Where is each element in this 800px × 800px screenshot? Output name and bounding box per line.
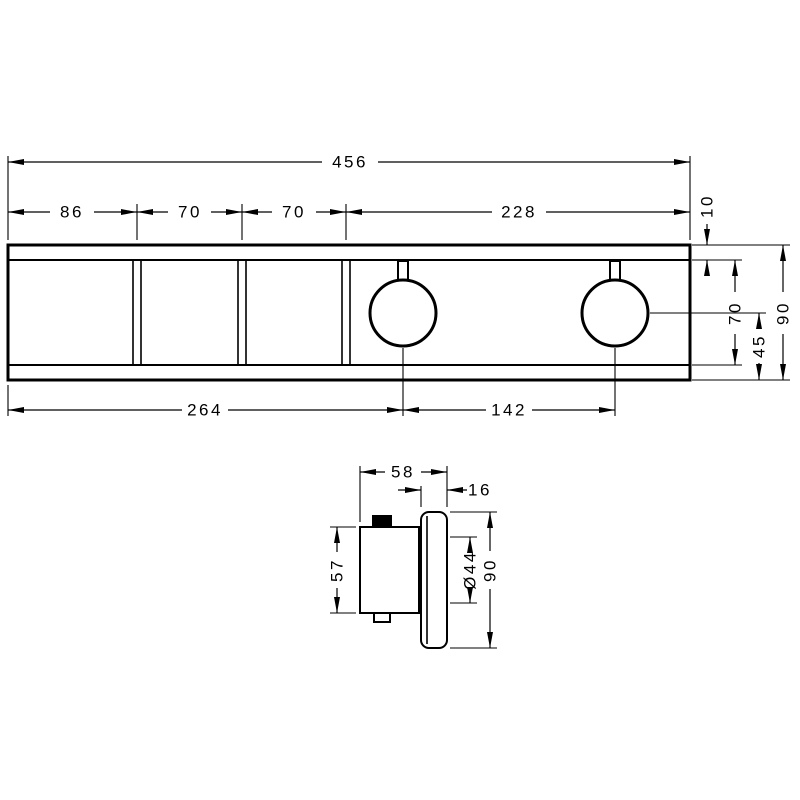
dim-total-width-label: 456: [332, 153, 368, 172]
plate-outline: [6, 243, 692, 382]
dim-inner-height: 70: [726, 260, 745, 365]
dim-inner-height-label: 70: [726, 301, 745, 325]
knob-circle-2: [580, 278, 650, 348]
dim-handle-height: 57: [328, 527, 347, 613]
dim-flange-height: 10: [698, 194, 717, 276]
dim-knob-spacing: 142: [403, 401, 615, 420]
dim-knob-diameter-label: Ø44: [461, 550, 480, 590]
dim-seg2-label: 70: [178, 203, 202, 222]
dim-total-width: 456: [8, 153, 690, 172]
dim-plate-depth: 16: [398, 481, 492, 500]
dim-seg3-label: 70: [282, 203, 306, 222]
dim-knob-bottom-label: 45: [750, 334, 769, 358]
dim-knob-diameter: Ø44: [461, 537, 480, 603]
dim-handle-height-label: 57: [328, 558, 347, 582]
knob-circle-1: [368, 278, 438, 348]
side-view: [359, 511, 448, 649]
dim-seg1-label: 86: [60, 203, 84, 222]
escutcheon-plate: [420, 511, 448, 649]
dim-plate-height: 90: [481, 512, 500, 648]
dim-knob-to-bottom: 45: [750, 313, 769, 380]
dim-flange-label: 10: [698, 194, 717, 218]
dim-total-depth-label: 58: [391, 463, 415, 482]
dim-total-height-label: 90: [774, 301, 793, 325]
dim-total-depth: 58: [360, 463, 447, 482]
handle-body: [359, 526, 420, 614]
knob-stem-2: [609, 260, 621, 282]
dim-plate-depth-label: 16: [468, 481, 492, 500]
dim-segments-row: 86 70 70 228: [8, 203, 690, 222]
side-dimensions: 57 58 16 Ø44 90: [328, 463, 500, 649]
dim-knob-spacing-label: 142: [491, 401, 527, 420]
front-dimensions: 456 86 70 70 228 10: [7, 153, 793, 420]
dim-total-height: 90: [774, 245, 793, 380]
dim-left-to-knob-label: 264: [187, 401, 223, 420]
valve-stub: [372, 515, 392, 527]
dim-plate-height-label: 90: [481, 558, 500, 582]
bottom-tab: [373, 612, 391, 623]
front-view: [6, 243, 692, 382]
dim-left-to-knob: 264: [8, 401, 403, 420]
dim-seg4-label: 228: [501, 203, 537, 222]
knob-stem-1: [397, 260, 409, 282]
